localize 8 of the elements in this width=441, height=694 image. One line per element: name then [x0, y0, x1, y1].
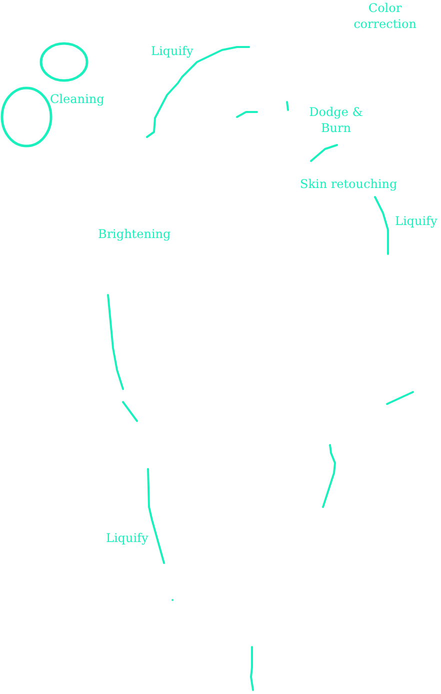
annotation-label: Brightening	[98, 226, 171, 242]
annotation-label: Liquify	[106, 530, 148, 546]
annotation-label: Liquify	[151, 43, 194, 59]
annotation-label: Skin retouching	[300, 176, 398, 192]
annotation-label: Liquify	[395, 213, 438, 229]
annotation-label: Cleaning	[50, 91, 104, 107]
annotation-label: Dodge & Burn	[308, 104, 364, 136]
annotation-label: Color correction	[354, 0, 416, 32]
